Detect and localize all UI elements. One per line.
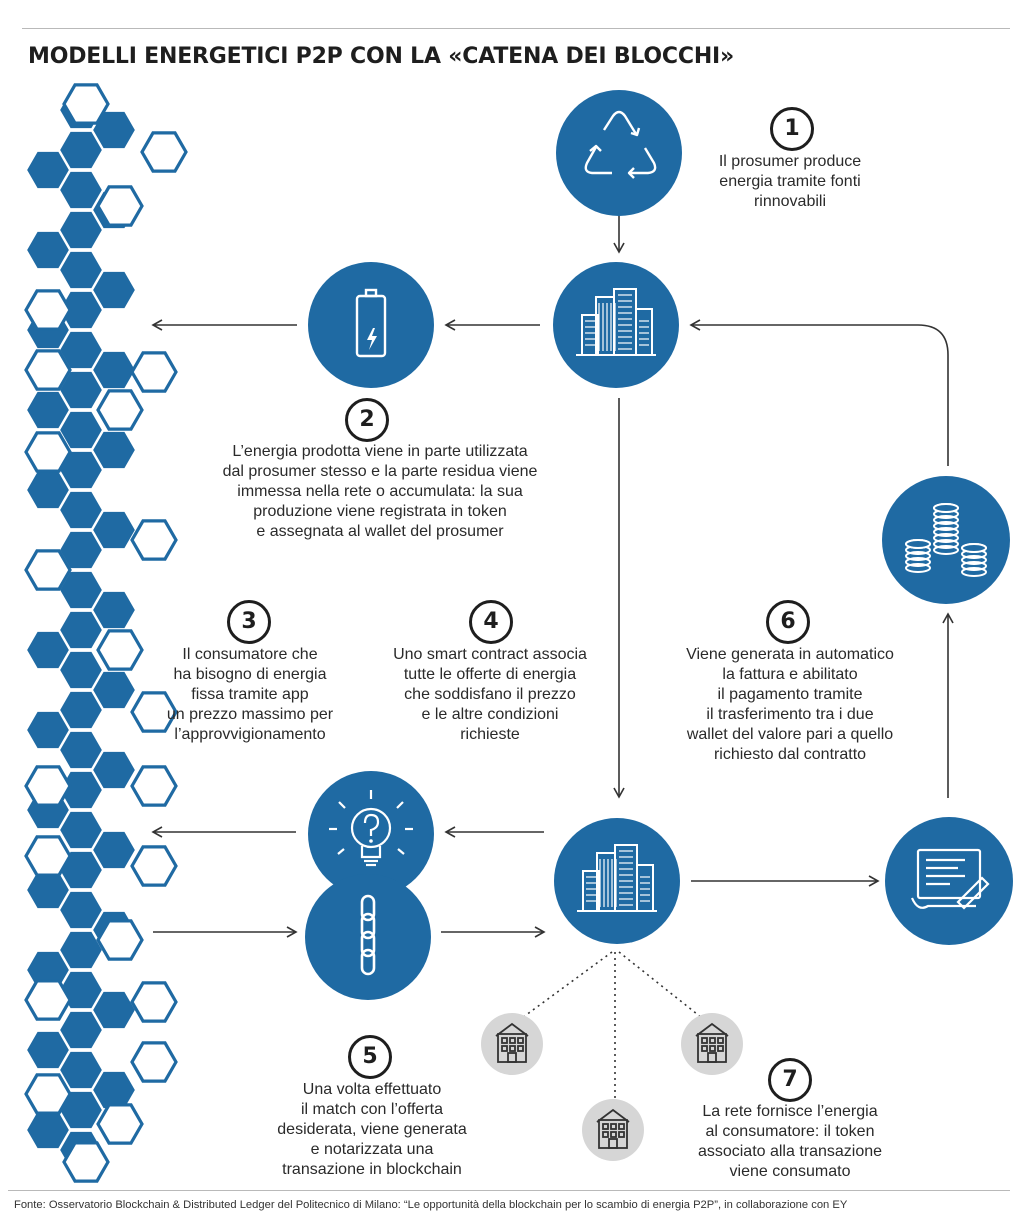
outline-hexagon <box>24 431 72 473</box>
buildings-icon <box>554 818 680 944</box>
blockchain-hexagon-chain <box>24 83 188 1183</box>
coins-stack-icon <box>882 476 1010 604</box>
battery-icon <box>308 262 434 388</box>
contract-document-icon <box>885 817 1013 945</box>
outline-hexagon <box>96 185 144 227</box>
step-3-text: Il consumatore che ha bisogno di energia… <box>166 646 334 743</box>
step-2-badge: 2 <box>345 398 389 442</box>
outline-hexagon <box>130 981 178 1023</box>
step-5-text: Una volta effettuato il match con l’offe… <box>277 1081 467 1178</box>
dotted-link-house-left <box>521 951 613 1019</box>
outline-hexagon <box>96 1103 144 1145</box>
step-1-text: Il prosumer produce energia tramite font… <box>718 153 862 210</box>
step-5-badge: 5 <box>348 1035 392 1079</box>
bottom-rule <box>8 1190 1010 1191</box>
top-rule <box>22 28 1010 29</box>
house-icon <box>481 1013 543 1075</box>
buildings-icon <box>553 262 679 388</box>
recycle-icon <box>556 90 682 216</box>
step-7-badge: 7 <box>768 1058 812 1102</box>
flow-connectors <box>151 212 954 1104</box>
outline-hexagon <box>24 349 72 391</box>
outline-hexagon <box>130 519 178 561</box>
outline-hexagon <box>96 389 144 431</box>
dotted-link-house-right <box>618 951 703 1019</box>
outline-hexagon <box>24 549 72 591</box>
outline-hexagon <box>140 131 188 173</box>
step-6-badge: 6 <box>766 600 810 644</box>
house-icon <box>582 1099 644 1161</box>
outline-hexagon <box>62 1141 110 1183</box>
outline-hexagon <box>24 835 72 877</box>
step-1-badge: 1 <box>770 107 814 151</box>
house-icon <box>681 1013 743 1075</box>
source-note: Fonte: Osservatorio Blockchain & Distrib… <box>14 1199 848 1211</box>
step-7-text: La rete fornisce l’energia al consumator… <box>697 1103 883 1180</box>
outline-hexagon <box>24 979 72 1021</box>
outline-hexagon <box>24 289 72 331</box>
outline-hexagon <box>130 765 178 807</box>
outline-hexagon <box>130 845 178 887</box>
outline-hexagon <box>96 919 144 961</box>
outline-hexagon <box>24 765 72 807</box>
outline-hexagon <box>130 1041 178 1083</box>
outline-hexagon <box>62 83 110 125</box>
outline-hexagon <box>96 629 144 671</box>
step-3-badge: 3 <box>227 600 271 644</box>
step-6-text: Viene generata in automatico la fattura … <box>686 646 894 763</box>
outline-hexagon <box>24 1073 72 1115</box>
step-4-text: Uno smart contract associa tutte le offe… <box>393 646 587 743</box>
page-title: MODELLI ENERGETICI P2P CON LA «CATENA DE… <box>28 44 735 69</box>
step-4-badge: 4 <box>469 600 513 644</box>
outline-hexagon <box>130 691 178 733</box>
lightbulb-question-icon <box>308 771 434 897</box>
arrow-coins-to-buildings <box>689 319 949 466</box>
chain-link-icon <box>305 874 431 1000</box>
outline-hexagon <box>130 351 178 393</box>
step-2-text: L’energia prodotta viene in parte utiliz… <box>222 443 538 540</box>
